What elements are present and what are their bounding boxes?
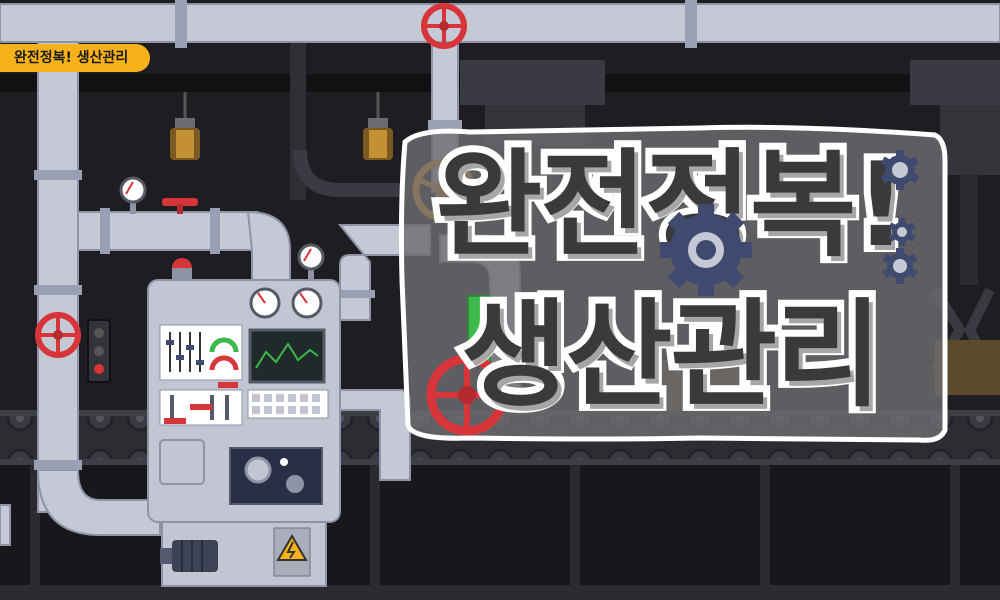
- warning-electric-icon: [273, 527, 311, 577]
- lamp-icon: [363, 92, 393, 160]
- motor-icon: [160, 540, 218, 572]
- valve-wheel-icon: [426, 354, 508, 436]
- valve-wheel-icon: [35, 312, 81, 358]
- pressure-gauge-icon: [297, 243, 325, 283]
- pressure-gauge-icon: [119, 176, 147, 214]
- tag-label: 완전정복! 생산관리: [0, 44, 151, 72]
- signal-light-icon: [87, 319, 111, 383]
- lamp-icon: [170, 92, 200, 160]
- valve-wheel-icon: [162, 198, 198, 214]
- valve-wheel-icon: [421, 3, 467, 49]
- monitor-screen: [248, 328, 326, 384]
- title-line-1: 완전정복!: [429, 138, 915, 273]
- title-line-2: 생산관리: [454, 288, 889, 423]
- title-block: 완전정복! 생산관리: [398, 128, 943, 448]
- control-machine: [147, 258, 341, 587]
